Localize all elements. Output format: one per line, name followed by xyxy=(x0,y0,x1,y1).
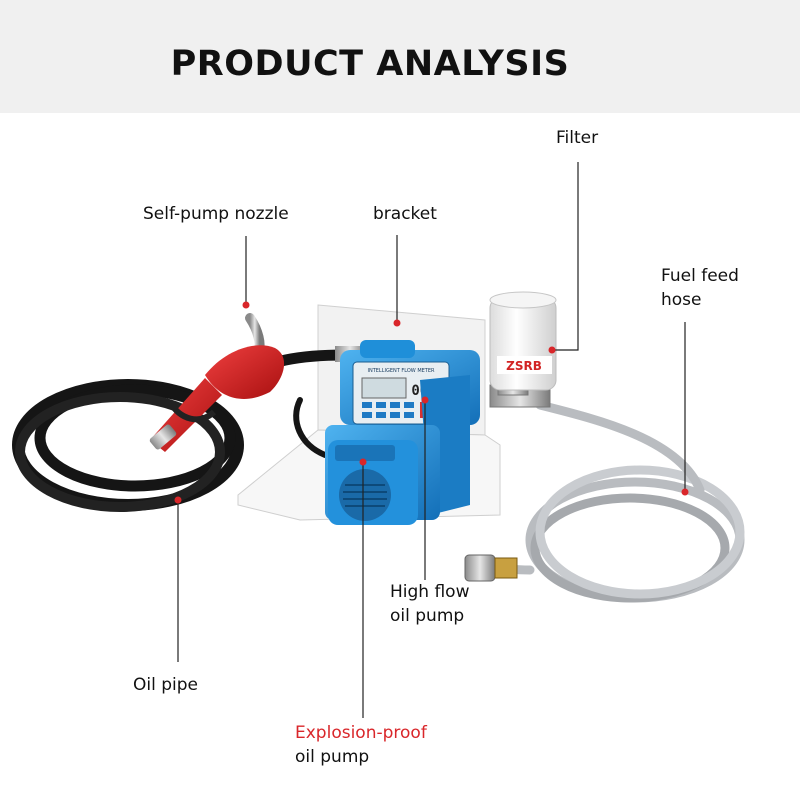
filter-graphic: ZSRB xyxy=(489,291,557,391)
pump-dot xyxy=(421,396,429,404)
filter-dot xyxy=(548,346,556,354)
label-fuel-feed-hose-line-2: hose xyxy=(661,290,702,310)
label-explosion-proof-line-2: oil pump xyxy=(295,747,370,767)
filter-leader xyxy=(552,162,579,351)
bracket-dot xyxy=(393,319,401,327)
label-explosion-proof-oil-pump: Explosion-proof oil pump xyxy=(295,721,427,769)
nozzle-graphic xyxy=(149,313,285,452)
label-oil-pipe: Oil pipe xyxy=(133,675,198,695)
filter-brand: ZSRB xyxy=(506,359,542,373)
label-fuel-feed-hose-line-1: Fuel feed xyxy=(661,266,739,286)
page-title: PRODUCT ANALYSIS xyxy=(170,44,570,84)
label-filter: Filter xyxy=(556,128,599,148)
label-high-flow-line-2: oil pump xyxy=(390,606,465,626)
label-high-flow-oil-pump: High flow oil pump xyxy=(390,580,470,628)
header-band xyxy=(0,0,800,113)
callout-lines xyxy=(177,162,686,718)
meter-caption: INTELLIGENT FLOW METER xyxy=(367,368,435,374)
hose-suction-fitting xyxy=(464,554,518,582)
hose-dot xyxy=(681,488,689,496)
label-fuel-feed-hose: Fuel feed hose xyxy=(661,264,739,312)
nozzle-dot xyxy=(242,301,250,309)
label-high-flow-line-1: High flow xyxy=(390,582,470,602)
callout-dots xyxy=(174,301,689,504)
label-bracket: bracket xyxy=(373,204,437,224)
explosion-proof-oil-pump-graphic xyxy=(325,425,440,525)
label-self-pump-nozzle: Self-pump nozzle xyxy=(143,204,289,224)
oil-pipe-dot xyxy=(174,496,182,504)
label-explosion-proof-line-1: Explosion-proof xyxy=(295,723,427,743)
fuel-feed-hose-graphic xyxy=(483,400,745,603)
explosion-dot xyxy=(359,458,367,466)
